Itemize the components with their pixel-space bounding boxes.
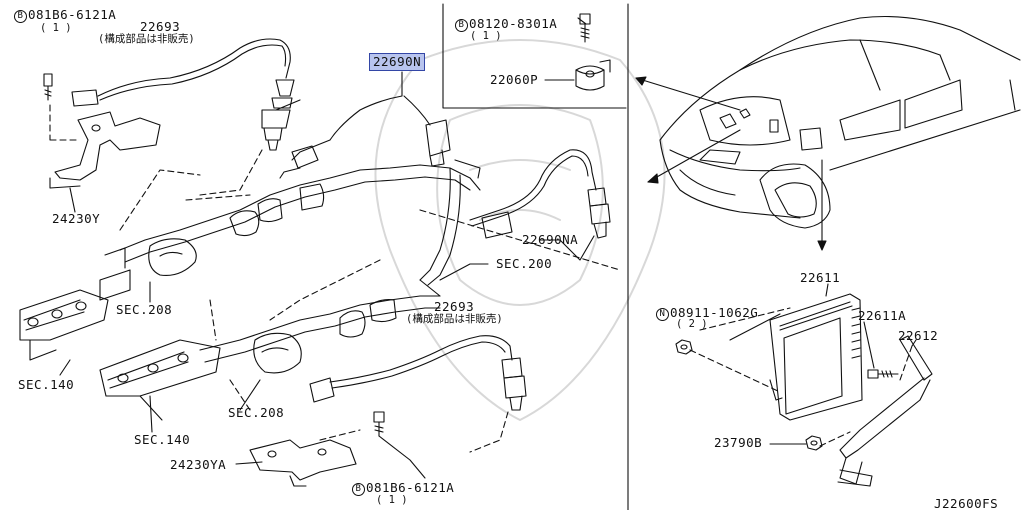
exhaust-lower <box>199 279 441 374</box>
bolt-prefix-icon: B <box>352 483 365 496</box>
part-number: 08911-1062G <box>670 305 759 320</box>
inset-box <box>442 3 627 109</box>
bracket-24230ya <box>249 439 357 487</box>
callout-ecm-bracket: 22612 <box>898 328 939 343</box>
nut-prefix-icon: N <box>656 308 669 321</box>
callout-sec208-upper: SEC.208 <box>116 302 173 317</box>
bolt-prefix-icon: B <box>14 10 27 23</box>
part-number: 08120-8301A <box>469 16 558 31</box>
manifold-lower-left <box>99 339 221 421</box>
part-number: 081B6-6121A <box>366 480 455 495</box>
callout-sensor-22693-top: 22693 <box>140 19 181 34</box>
bolt-top-left <box>43 73 53 101</box>
ecm-bolt-22611a <box>867 369 899 379</box>
exhaust-upper <box>99 159 481 301</box>
callout-sec140-upper: SEC.140 <box>18 377 75 392</box>
callout-ecm-bolt: 22611A <box>858 308 907 323</box>
bracket-24230y <box>49 111 161 189</box>
sensor-22693-top <box>71 38 295 151</box>
callout-bracket-24230ya: 24230YA <box>170 457 227 472</box>
reference-code: J22600FS <box>934 496 999 511</box>
part-number: 081B6-6121A <box>28 7 117 22</box>
callout-ecm-nut: 23790B <box>714 435 763 450</box>
callout-22690n-highlighted[interactable]: 22690N <box>369 53 426 71</box>
ecm-bracket-22612 <box>837 335 933 487</box>
callout-bracket-24230y: 24230Y <box>52 211 101 226</box>
ecm-unit <box>769 293 863 421</box>
bolt-prefix-icon: B <box>455 19 468 32</box>
qty-knock-bolt: ( 1 ) <box>470 30 502 42</box>
nut-08911 <box>675 339 693 355</box>
callout-sec140-lower: SEC.140 <box>134 432 191 447</box>
callout-sensor-22693-mid: 22693 <box>434 299 475 314</box>
qty-nut: ( 2 ) <box>676 318 708 330</box>
car-outline <box>659 15 1021 229</box>
sensor-22693-mid <box>309 335 527 411</box>
callout-knock-sensor: 22060P <box>490 72 539 87</box>
watermark-emblem <box>374 39 666 421</box>
callout-sec208-lower: SEC.208 <box>228 405 285 420</box>
sensor-22690na <box>469 149 611 239</box>
bolt-bottom <box>373 411 385 437</box>
qty-bolt-top-left: ( 1 ) <box>40 22 72 34</box>
callout-sec200: SEC.200 <box>496 256 553 271</box>
callout-sensor-22690na: 22690NA <box>522 232 579 247</box>
note-sensor-22693-mid: (構成部品は非販売) <box>406 313 503 325</box>
manifold-upper-left <box>19 289 109 361</box>
ecm-nut-23790b <box>805 435 823 451</box>
callout-ecm: 22611 <box>800 270 841 285</box>
sensor-22690n <box>279 71 451 179</box>
note-sensor-22693-top: (構成部品は非販売) <box>98 33 195 45</box>
knock-sensor-22060p <box>575 59 611 91</box>
qty-bolt-bottom: ( 1 ) <box>376 494 408 506</box>
knock-bolt <box>579 13 591 43</box>
